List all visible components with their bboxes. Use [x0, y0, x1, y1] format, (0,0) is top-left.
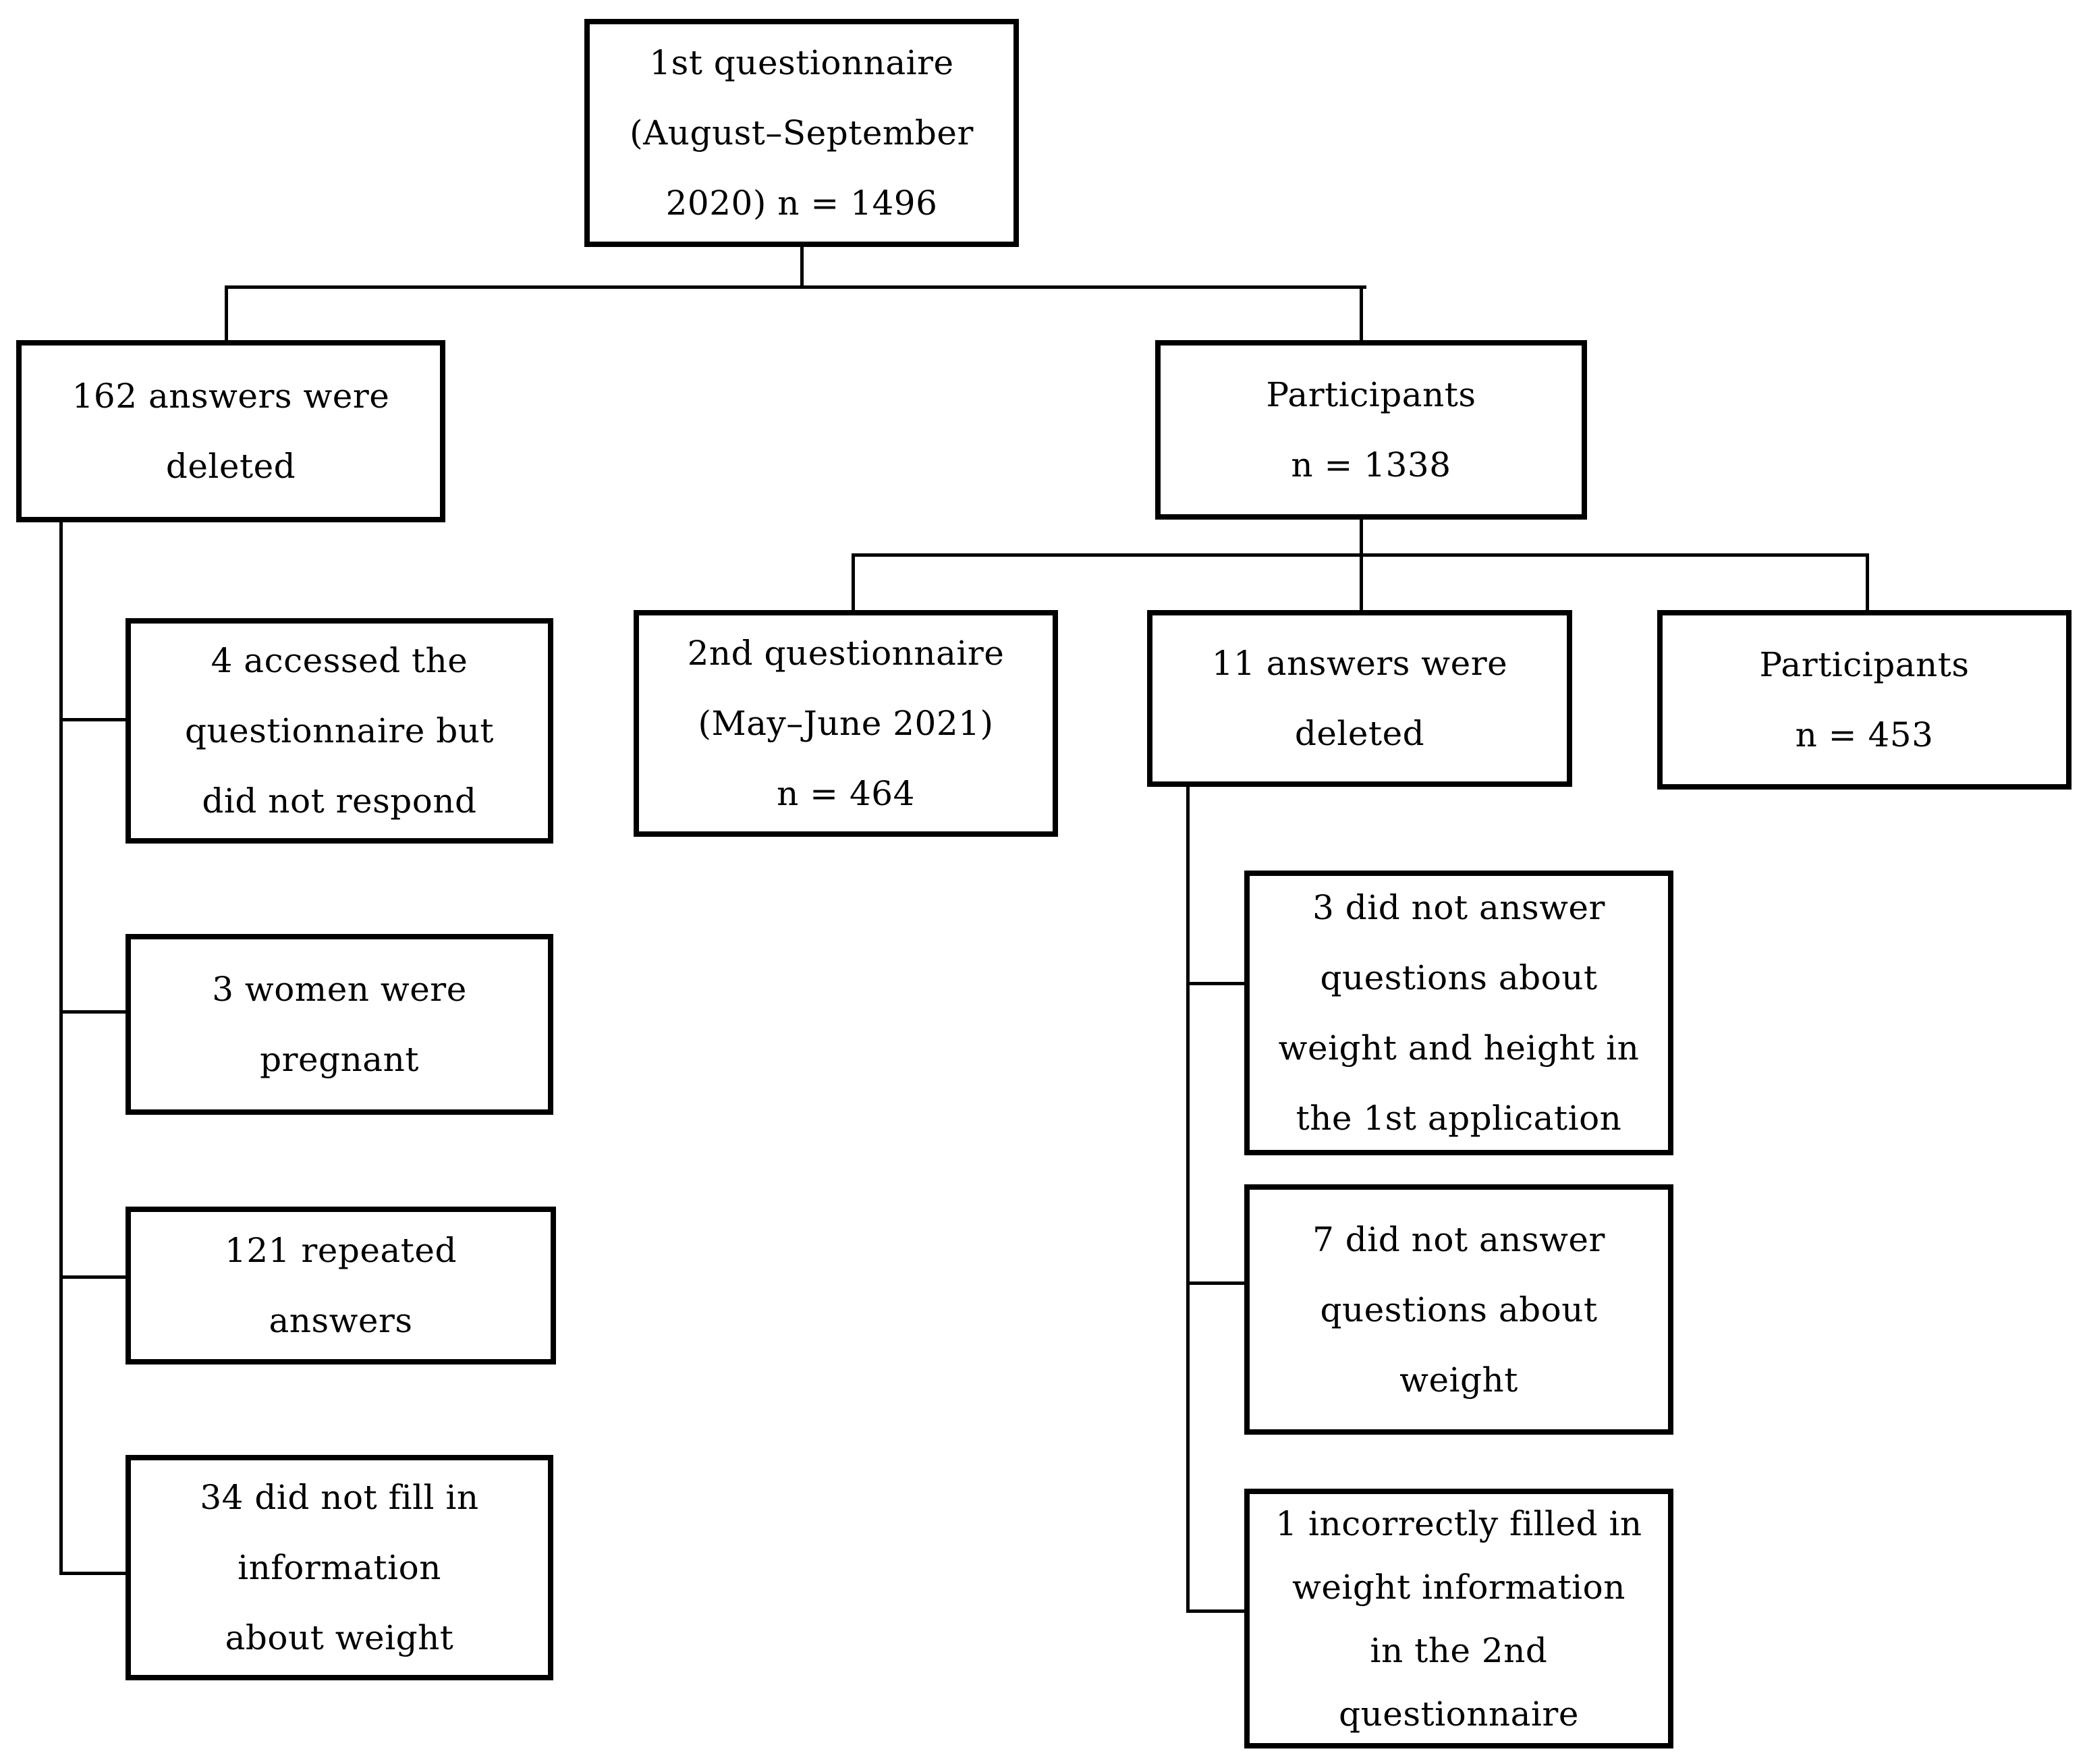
flow-box-line: Participants	[1266, 375, 1476, 414]
connector-drop-second-questionnaire	[852, 553, 855, 610]
flow-box-line: 2020) n = 1496	[665, 184, 938, 223]
flow-box-line: Participants	[1759, 645, 1970, 684]
connector-right-trunk	[1186, 787, 1190, 1613]
flow-box-line: pregnant	[260, 1040, 419, 1079]
flow-box-no-weight-height-1st-3: 3 did not answer questions about weight …	[1244, 871, 1673, 1155]
flow-box-line: n = 464	[777, 774, 915, 813]
flow-box-line: 7 did not answer	[1312, 1219, 1605, 1259]
flow-box-line: the 1st application	[1296, 1099, 1622, 1138]
connector-top-stem	[800, 247, 804, 289]
flow-box-line: weight information	[1292, 1567, 1625, 1607]
flow-box-line: questions about	[1320, 958, 1598, 997]
flow-box-line: questionnaire	[1339, 1694, 1579, 1734]
flow-box-no-weight-info-34: 34 did not fill in information about wei…	[126, 1455, 553, 1680]
flow-box-line: answers	[269, 1301, 413, 1340]
flow-box-line: information	[238, 1548, 441, 1587]
flow-box-no-weight-answer-7: 7 did not answer questions about weight	[1244, 1184, 1673, 1435]
flow-box-accessed-no-response-4: 4 accessed the questionnaire but did not…	[126, 618, 553, 844]
connector-left-trunk	[59, 522, 63, 1575]
flow-box-participants-1338: Participants n = 1338	[1155, 340, 1587, 520]
flow-box-women-pregnant-3: 3 women were pregnant	[126, 934, 553, 1115]
connector-level1-branch	[225, 285, 1366, 289]
flow-box-line: 11 answers were	[1211, 644, 1508, 683]
connector-stub-incorrect-1	[1186, 1609, 1244, 1613]
flow-box-line: in the 2nd	[1370, 1630, 1548, 1670]
connector-stub-accessed-4	[59, 718, 126, 721]
flow-box-line: 4 accessed the	[211, 641, 468, 680]
flow-box-line: (August–September	[630, 113, 974, 153]
flow-box-line: weight	[1399, 1360, 1518, 1400]
flow-box-line: 3 women were	[212, 970, 467, 1009]
flow-box-first-questionnaire: 1st questionnaire (August–September 2020…	[584, 19, 1019, 247]
flow-box-repeated-answers-121: 121 repeated answers	[126, 1207, 556, 1365]
flow-box-line: questions about	[1320, 1290, 1598, 1329]
flow-box-line: (May–June 2021)	[698, 704, 994, 743]
flow-box-line: questionnaire but	[184, 711, 495, 750]
flow-box-line: about weight	[225, 1618, 454, 1657]
flow-box-incorrect-weight-2nd-1: 1 incorrectly filled in weight informati…	[1244, 1489, 1673, 1748]
connector-drop-answers-deleted-162	[225, 285, 228, 340]
connector-participants-1338-stem	[1360, 520, 1363, 610]
flow-box-line: deleted	[165, 447, 296, 486]
connector-stub-no-answer-7	[1186, 1281, 1244, 1285]
flow-box-line: n = 1338	[1291, 445, 1451, 485]
flow-box-line: did not respond	[202, 781, 477, 821]
flow-box-line: 162 answers were	[72, 377, 390, 416]
connector-level2-branch	[852, 553, 1869, 557]
flow-box-line: 1 incorrectly filled in	[1275, 1504, 1642, 1543]
connector-stub-pregnant-3	[59, 1010, 126, 1014]
connector-stub-no-answer-3	[1186, 982, 1244, 985]
connector-drop-participants-1338	[1360, 285, 1363, 340]
flow-box-answers-deleted-11: 11 answers were deleted	[1147, 610, 1572, 787]
flow-box-line: 34 did not fill in	[200, 1478, 479, 1517]
flow-box-line: 121 repeated	[225, 1231, 457, 1270]
flow-box-line: 1st questionnaire	[649, 43, 954, 82]
connector-drop-participants-453	[1866, 553, 1869, 610]
connector-stub-weight-34	[59, 1572, 126, 1575]
flow-box-line: 2nd questionnaire	[687, 634, 1005, 673]
flow-box-participants-453: Participants n = 453	[1657, 610, 2072, 790]
flow-box-answers-deleted-162: 162 answers were deleted	[16, 340, 445, 522]
flow-box-line: n = 453	[1795, 715, 1934, 754]
connector-stub-repeated-121	[59, 1275, 126, 1279]
flow-box-line: deleted	[1294, 714, 1425, 753]
flow-box-second-questionnaire: 2nd questionnaire (May–June 2021) n = 46…	[634, 610, 1058, 837]
flow-box-line: 3 did not answer	[1312, 888, 1605, 927]
flow-box-line: weight and height in	[1278, 1028, 1640, 1068]
